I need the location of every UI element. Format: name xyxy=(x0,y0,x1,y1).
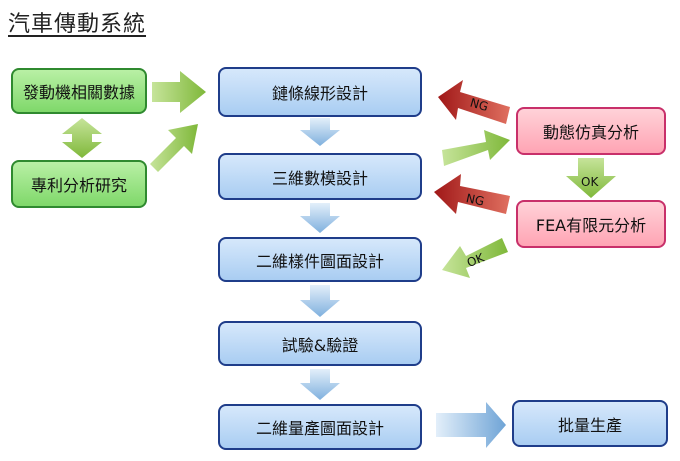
model-3d-box: 三維數模設計 xyxy=(218,153,422,200)
ok-label-2: OK xyxy=(465,250,487,270)
green-ok-arrow-left xyxy=(442,238,508,278)
green-arrow-model-to-sim xyxy=(442,130,510,166)
engine-data-box: 發動機相關數據 xyxy=(11,68,147,114)
test-verify-box: 試驗&驗證 xyxy=(218,321,422,366)
down-arrow-2 xyxy=(300,203,340,233)
down-arrow-1 xyxy=(300,118,340,146)
down-arrow-4 xyxy=(300,369,340,400)
production-drawing-box: 二維量產圖面設計 xyxy=(218,404,422,450)
dynamic-sim-box: 動態仿真分析 xyxy=(516,107,666,155)
ng-label-1: NG xyxy=(468,96,489,114)
chain-design-box: 鏈條線形設計 xyxy=(218,67,422,117)
green-ok-arrow-down xyxy=(566,158,616,198)
ng-label-2: NG xyxy=(465,191,486,208)
sample-drawing-box: 二維樣件圖面設計 xyxy=(218,237,422,282)
patent-research-box: 專利分析研究 xyxy=(11,160,147,208)
green-arrow-engine-to-chain xyxy=(152,71,206,113)
down-arrow-3 xyxy=(300,285,340,317)
green-double-arrow xyxy=(62,118,102,158)
mass-production-box: 批量生產 xyxy=(512,400,668,447)
right-arrow-to-production xyxy=(436,402,506,448)
diagram-title: 汽車傳動系統 xyxy=(8,12,147,37)
green-arrow-patent-to-chain xyxy=(150,124,198,172)
fea-box: FEA有限元分析 xyxy=(516,200,666,248)
red-ng-arrow-1 xyxy=(438,80,510,124)
red-ng-arrow-2 xyxy=(434,174,510,214)
ok-label-1: OK xyxy=(581,175,599,189)
